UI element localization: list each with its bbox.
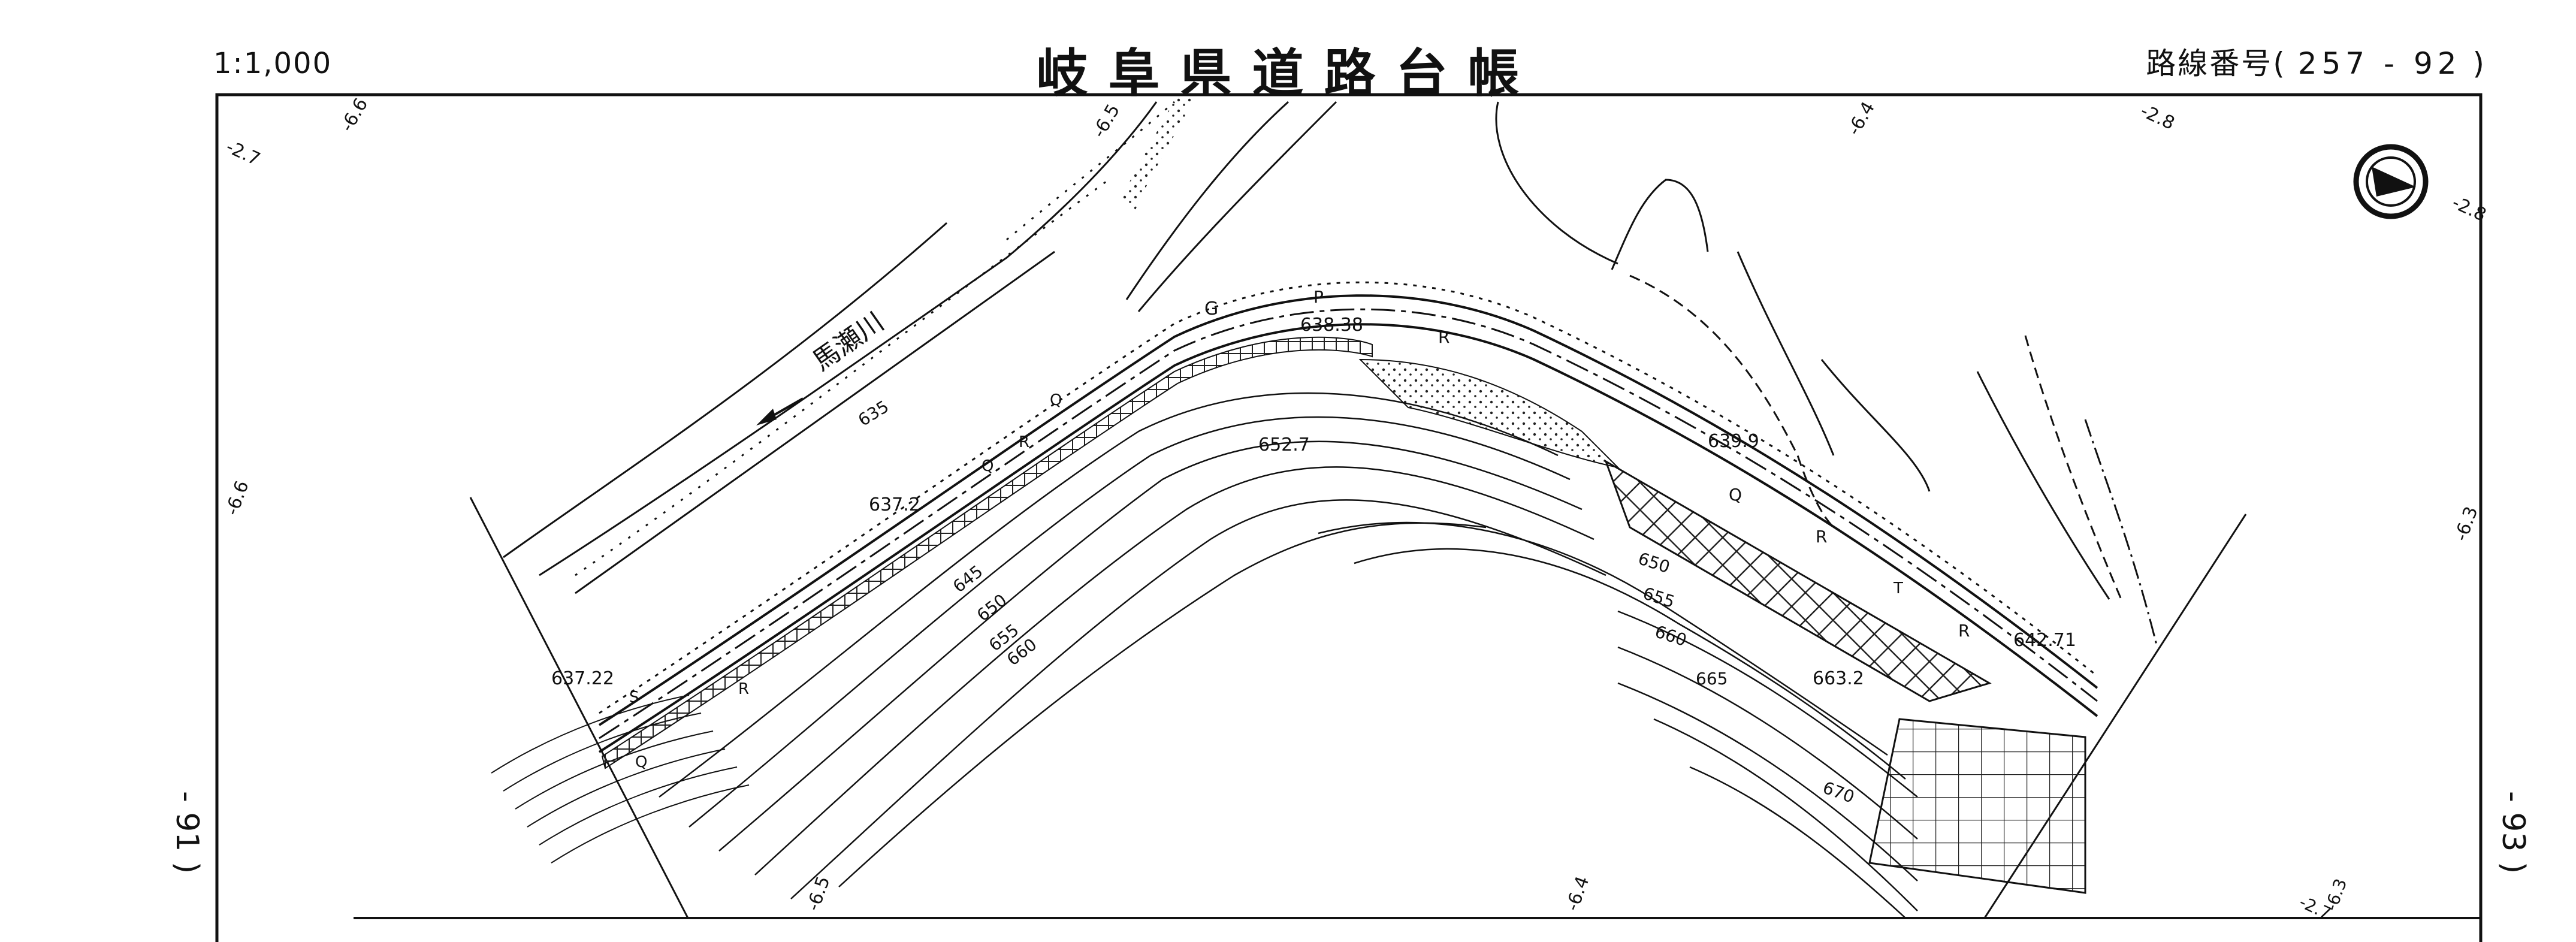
road-label: Q bbox=[1729, 485, 1742, 505]
retaining-wall bbox=[601, 336, 1373, 769]
sheet-mark: -6.6 bbox=[337, 95, 373, 135]
contour-label: 650 bbox=[1636, 548, 1672, 577]
contour-label: 655 bbox=[1641, 583, 1677, 612]
road-label: R bbox=[1438, 327, 1449, 347]
elevation-label: 637.2 bbox=[869, 494, 920, 515]
contour-lines bbox=[659, 392, 1918, 919]
adjacent-page-left: - 91 ) bbox=[169, 791, 205, 874]
dashed-boundary bbox=[1629, 274, 2122, 600]
stream-lines bbox=[1495, 101, 2110, 600]
river-label: 馬瀬川 bbox=[807, 307, 889, 377]
road-label: P bbox=[1313, 287, 1324, 307]
sheet-mark: -6.3 bbox=[2451, 504, 2483, 544]
stipple-slope bbox=[1358, 358, 1620, 469]
flow-arrow-icon bbox=[756, 397, 804, 425]
sheet-mark: -6.5 bbox=[803, 874, 835, 914]
road-label: R bbox=[1958, 621, 1970, 641]
sheet-mark: -2.8 bbox=[2137, 101, 2178, 134]
road-label: T bbox=[1893, 579, 1903, 597]
adjacent-page-right: - 93 ) bbox=[2495, 791, 2531, 874]
north-arrow-icon bbox=[2353, 144, 2429, 219]
elevation-label: 642.71 bbox=[2013, 630, 2076, 651]
elevation-label: 663.2 bbox=[1813, 668, 1864, 689]
sheet-mark: -6.4 bbox=[1562, 874, 1594, 914]
contour-label: 645 bbox=[949, 561, 986, 597]
road-label: Q bbox=[635, 753, 647, 771]
elevation-label: 639.9 bbox=[1708, 431, 1759, 452]
dash-dot-boundary bbox=[2084, 419, 2158, 648]
route-number-suffix: ) bbox=[2472, 46, 2486, 81]
sheet-mark: -6.4 bbox=[1844, 98, 1880, 139]
contour-lines-left bbox=[491, 695, 750, 864]
route-number-label: 路線番号( 257 - 92 ) bbox=[2146, 40, 2486, 83]
crosshatch-slope bbox=[1604, 459, 1992, 702]
sheet-mark: -6.3 bbox=[2321, 876, 2351, 914]
sheet-mark: -6.6 bbox=[222, 478, 253, 518]
map-scale: 1:1,000 bbox=[213, 47, 333, 80]
road-label: R bbox=[1816, 527, 1827, 547]
river-dotted-lines bbox=[575, 101, 1175, 576]
sheet-mark: -2.8 bbox=[2449, 192, 2490, 226]
sheet-mark: -2.7 bbox=[223, 137, 264, 170]
road-label: G bbox=[1204, 298, 1218, 319]
grid-slope bbox=[1868, 718, 2086, 894]
contour-label: 635 bbox=[854, 397, 892, 430]
route-number-value: 257 - 92 bbox=[2297, 46, 2462, 81]
road bbox=[598, 281, 2098, 753]
road-label: Q bbox=[1050, 391, 1062, 409]
map-frame bbox=[215, 93, 2483, 942]
route-number-prefix: 路線番号( bbox=[2146, 46, 2287, 81]
road-label: R bbox=[738, 680, 749, 698]
elevation-label: 652.7 bbox=[1258, 434, 1310, 455]
road-label: Q bbox=[982, 457, 993, 475]
road-label: S bbox=[629, 689, 639, 707]
contour-label: 650 bbox=[973, 590, 1010, 626]
road-label: R bbox=[1019, 433, 1029, 451]
sheet-mark: -6.5 bbox=[1089, 101, 1125, 141]
river-banks bbox=[503, 101, 1337, 594]
river-stipple bbox=[1121, 96, 1195, 210]
elevation-label: 638.38 bbox=[1300, 315, 1363, 336]
elevation-label: 637.22 bbox=[551, 668, 614, 689]
contour-label: 665 bbox=[1696, 669, 1728, 689]
